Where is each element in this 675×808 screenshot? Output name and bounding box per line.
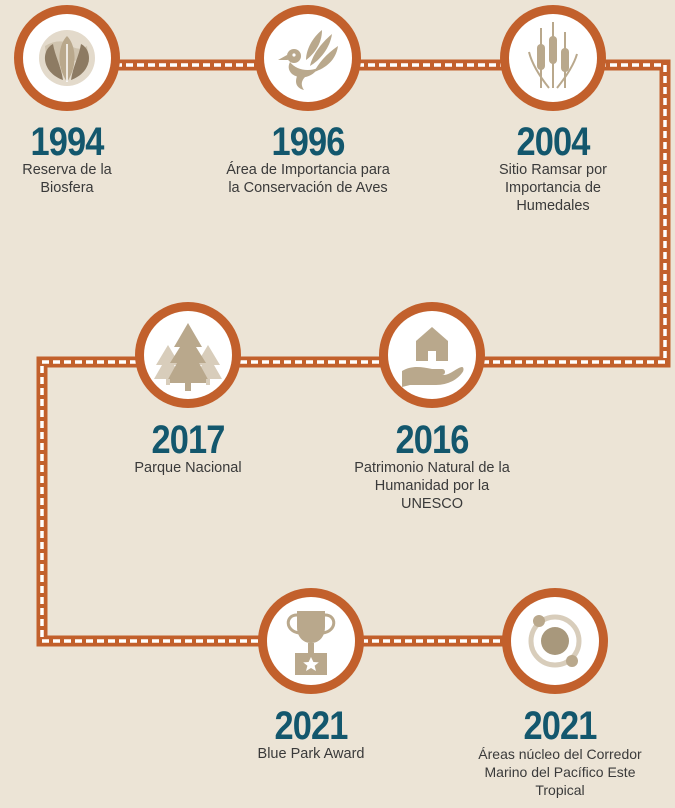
milestone-year: 2021 <box>523 704 597 748</box>
milestone-node-2021-award <box>258 588 364 694</box>
milestone-year: 2021 <box>274 704 348 748</box>
milestone-node-2016 <box>379 302 485 408</box>
milestone-node-1994 <box>14 5 120 111</box>
bird-icon <box>278 30 338 90</box>
cattail-reeds-icon <box>528 22 578 89</box>
milestone-label: Área de Importancia para la Conservación… <box>226 162 390 196</box>
leaf-globe-icon <box>39 30 95 86</box>
milestone-label: Patrimonio Natural de la Humanidad por l… <box>354 460 510 512</box>
milestone-node-2021-corridor <box>502 588 608 694</box>
milestone-2004: 2004 Sitio Ramsar por Importancia de Hum… <box>458 120 648 215</box>
milestone-node-2017 <box>135 302 241 408</box>
trophy-icon <box>286 611 336 675</box>
milestone-node-1996 <box>255 5 361 111</box>
milestone-1996: 1996 Área de Importancia para la Conserv… <box>213 120 403 197</box>
milestone-year: 1994 <box>30 120 104 164</box>
milestone-node-2004 <box>500 5 606 111</box>
milestone-year: 2004 <box>516 120 590 164</box>
milestone-2016: 2016 Patrimonio Natural de la Humanidad … <box>337 418 527 513</box>
milestone-label: Áreas núcleo del Corredor Marino del Pac… <box>478 746 642 798</box>
milestone-label: Parque Nacional <box>134 460 242 476</box>
milestone-year: 2017 <box>151 418 225 462</box>
milestone-label: Blue Park Award <box>257 746 365 762</box>
milestone-label: Sitio Ramsar por Importancia de Humedale… <box>499 162 607 214</box>
milestone-year: 1996 <box>271 120 345 164</box>
milestone-year: 2016 <box>395 418 469 462</box>
milestone-2021-award: 2021 Blue Park Award <box>216 704 406 763</box>
orbit-circle-icon <box>528 614 582 668</box>
milestone-1994: 1994 Reserva de la Biosfera <box>0 120 162 197</box>
hand-house-icon <box>402 327 464 387</box>
milestone-label: Reserva de la Biosfera <box>22 162 112 196</box>
pine-trees-icon <box>154 323 222 391</box>
milestone-2021-corridor: 2021 Áreas núcleo del Corredor Marino de… <box>465 704 655 799</box>
milestone-2017: 2017 Parque Nacional <box>93 418 283 477</box>
